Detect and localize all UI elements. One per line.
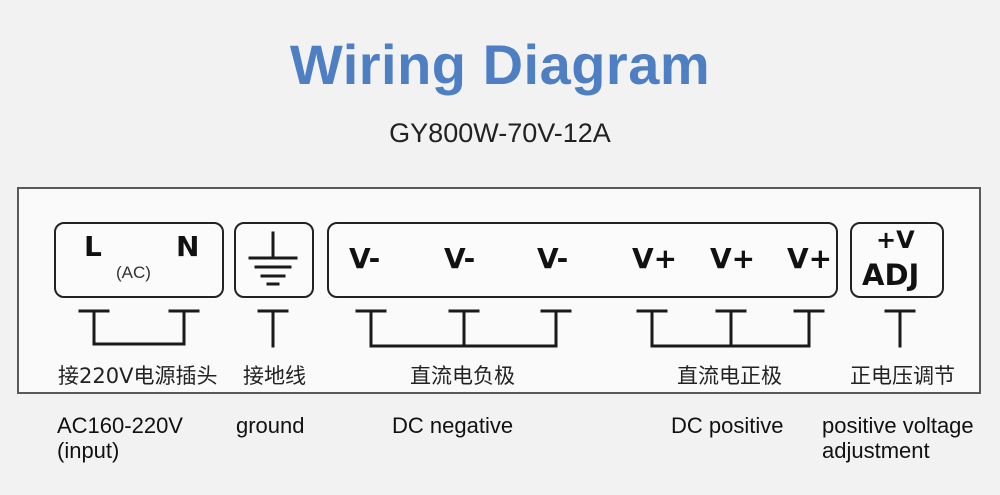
ground-en-label: ground [236, 413, 305, 438]
dc-negative-en-label: DC negative [392, 413, 514, 438]
live-terminal-label: L [84, 230, 102, 263]
adj-terminal-box [850, 222, 944, 298]
dc-negative-terminal-3: V- [537, 242, 569, 275]
ac-input-en-line1: AC160-220V [57, 413, 183, 438]
ac-input-cn-label: 接220V电源插头 [58, 364, 218, 388]
adj-plus-v-label: +V [876, 226, 915, 254]
adj-en-label: positive voltage adjustment [822, 413, 974, 463]
adj-en-line1: positive voltage [822, 413, 974, 438]
ac-label: (AC) [116, 263, 151, 282]
ac-input-en-line2: (input) [57, 438, 120, 463]
ground-cn-label: 接地线 [243, 364, 306, 388]
dc-negative-terminal-1: V- [349, 242, 381, 275]
adj-label: ADJ [862, 258, 920, 292]
dc-positive-terminal-2: V+ [710, 242, 756, 275]
dc-negative-cn-label: 直流电负极 [410, 364, 515, 388]
adj-cn-label: 正电压调节 [850, 364, 955, 388]
ground-icon [248, 231, 298, 286]
dc-positive-cn-label: 直流电正极 [677, 364, 782, 388]
model-number: GY800W-70V-12A [389, 118, 611, 148]
neutral-terminal-label: N [176, 230, 200, 263]
dc-positive-terminal-1: V+ [632, 242, 678, 275]
dc-output-terminal-box [327, 222, 838, 298]
ac-input-en-label: AC160-220V (input) [57, 413, 183, 463]
dc-positive-en-label: DC positive [671, 413, 784, 438]
dc-positive-terminal-3: V+ [787, 242, 833, 275]
adj-en-line2: adjustment [822, 438, 930, 463]
diagram-title: Wiring Diagram [289, 33, 711, 96]
dc-negative-terminal-2: V- [444, 242, 476, 275]
ac-input-terminal-box [54, 222, 224, 298]
